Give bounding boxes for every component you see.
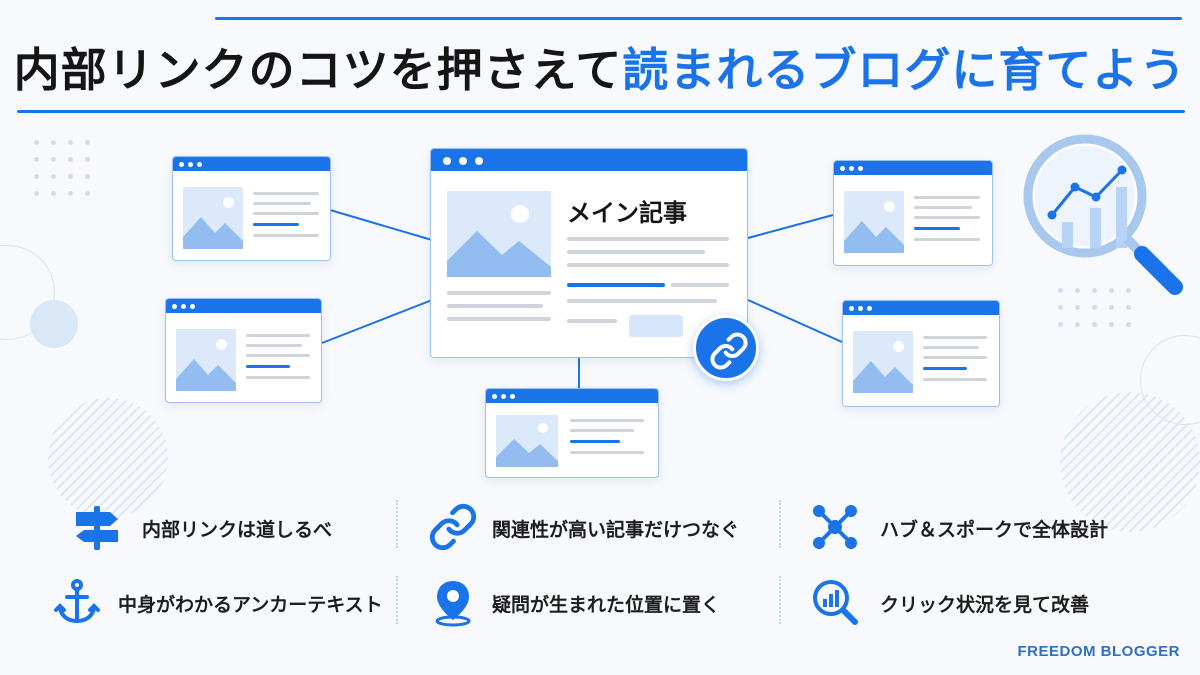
tips-divider-1 — [396, 500, 398, 548]
image-placeholder-icon — [496, 415, 558, 467]
tip-anchor-text: 中身がわかるアンカーテキスト — [52, 577, 392, 627]
image-placeholder-icon — [447, 191, 551, 277]
image-placeholder-icon — [844, 191, 904, 253]
chain-link-icon — [429, 503, 477, 551]
page-title-part1: 内部リンクのコツを押さえて — [13, 43, 623, 97]
page-title-part2: 読まれるブログに育てよう — [622, 43, 1187, 97]
connector-top-left — [329, 209, 433, 241]
tip-related-links: 関連性が高い記事だけつなぐ — [428, 502, 768, 552]
signpost-icon — [76, 506, 118, 550]
image-placeholder-icon — [853, 331, 913, 393]
search-chart-icon — [813, 580, 858, 625]
article-window-mid-left — [165, 298, 322, 403]
tip-label: ハブ＆スポークで全体設計 — [880, 519, 1109, 541]
decor-hatch-left — [48, 398, 168, 518]
connector-mid-left — [321, 299, 433, 344]
location-pin-icon — [435, 581, 471, 627]
hub-network-icon — [813, 505, 857, 549]
article-window-mid-right — [842, 300, 1000, 407]
brand-name: FREEDOM BLOGGER — [1017, 643, 1180, 660]
decor-dots-left — [34, 140, 90, 196]
header-bottom-rule — [17, 110, 1185, 113]
connector-top-right — [747, 214, 834, 239]
tip-label: 関連性が高い記事だけつなぐ — [492, 519, 740, 541]
tip-signpost: 内部リンクは道しるべ — [72, 502, 382, 552]
decor-dots-right — [1058, 288, 1131, 327]
tip-hub-spoke: ハブ＆スポークで全体設計 — [810, 502, 1130, 552]
header-top-rule — [215, 17, 1182, 20]
article-window-top-right — [833, 160, 993, 266]
tip-label: 内部リンクは道しるべ — [142, 519, 333, 541]
decor-hatch-right — [1060, 392, 1200, 532]
page-title: 内部リンクのコツを押さえて読まれるブログに育てよう — [0, 34, 1200, 100]
tips-divider-4 — [779, 576, 781, 624]
magnifier-chart-icon — [1023, 134, 1183, 295]
tip-label: クリック状況を見て改善 — [880, 594, 1090, 616]
tip-label: 疑問が生まれた位置に置く — [492, 594, 721, 616]
decor-disc-left — [30, 300, 78, 348]
image-placeholder-icon — [176, 329, 236, 391]
article-window-bottom — [485, 388, 659, 478]
anchor-icon — [54, 579, 100, 624]
article-window-top-left — [172, 156, 331, 261]
chain-link-icon — [693, 315, 759, 381]
tip-label: 中身がわかるアンカーテキスト — [118, 594, 383, 616]
main-article-button — [629, 315, 683, 337]
tips-divider-2 — [396, 576, 398, 624]
tips-divider-3 — [779, 500, 781, 548]
connector-mid-right — [747, 299, 843, 343]
main-article-title: メイン記事 — [567, 199, 687, 227]
main-article-window: メイン記事 — [430, 148, 748, 358]
image-placeholder-icon — [183, 187, 243, 249]
tip-click-analysis: クリック状況を見て改善 — [810, 577, 1130, 627]
tip-placement: 疑問が生まれた位置に置く — [428, 577, 768, 627]
